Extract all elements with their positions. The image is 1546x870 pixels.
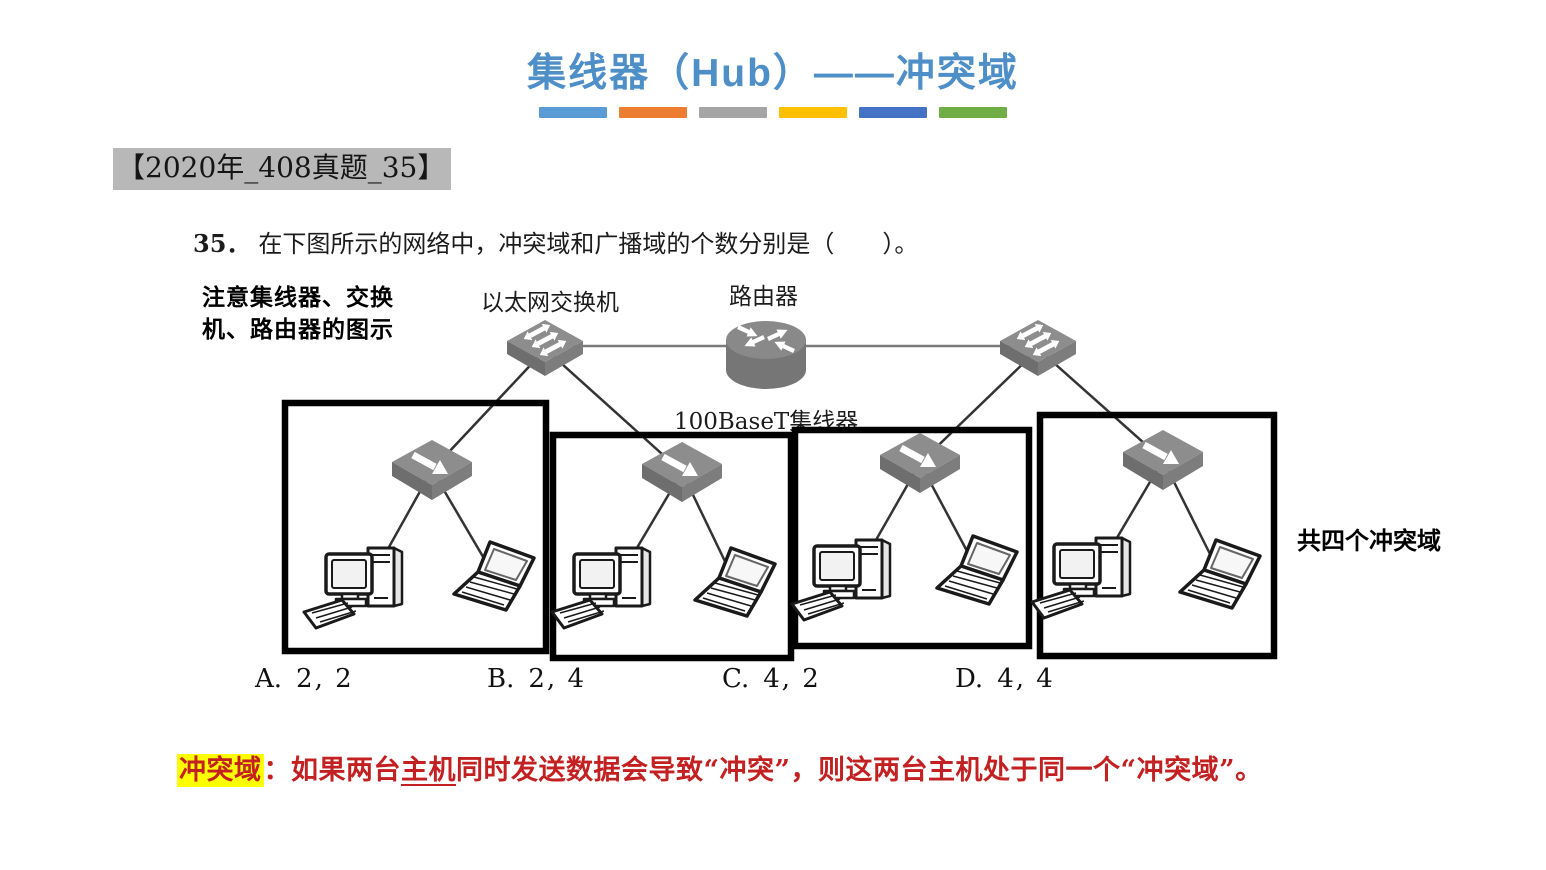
question-text: 在下图所示的网络中，冲突域和广播域的个数分别是（ ）。 bbox=[258, 230, 919, 258]
option-a-label: A. bbox=[255, 664, 283, 694]
router-label: 路由器 bbox=[729, 284, 798, 310]
instructor-note: 注意集线器、交换 机、路由器的图示 bbox=[202, 281, 394, 345]
hub-icon-1 bbox=[392, 440, 472, 500]
collision-domain-box-4 bbox=[1036, 411, 1278, 660]
router-icon bbox=[726, 321, 806, 389]
divider-bars bbox=[539, 107, 1007, 118]
definition-text-after: 同时发送数据会导致“冲突”，则这两台主机处于同一个“冲突域”。 bbox=[456, 755, 1263, 786]
divider-bar-gray bbox=[699, 107, 767, 118]
collision-domain-box-2 bbox=[549, 431, 795, 662]
desktop-icon-3 bbox=[790, 538, 892, 622]
collision-domain-annotation: 共四个冲突域 bbox=[1297, 528, 1441, 555]
definition-colon: ： bbox=[263, 755, 291, 786]
collision-domain-definition: 冲突域：如果两台主机同时发送数据会导致“冲突”，则这两台主机处于同一个“冲突域”… bbox=[177, 748, 1263, 787]
question: 35．在下图所示的网络中，冲突域和广播域的个数分别是（ ）。 bbox=[193, 224, 918, 259]
option-c-label: C. bbox=[722, 664, 750, 694]
link-switch1-hub2 bbox=[551, 354, 683, 473]
ethernet-switch-icon-right bbox=[1000, 320, 1076, 376]
laptop-icon-2 bbox=[693, 546, 777, 618]
option-d-value: 4, 4 bbox=[997, 664, 1055, 694]
note-line-2: 机、路由器的图示 bbox=[202, 316, 394, 342]
divider-bar-navy bbox=[859, 107, 927, 118]
divider-bar-gold bbox=[779, 107, 847, 118]
definition-text-before: 如果两台 bbox=[291, 755, 401, 786]
ethernet-switch-label: 以太网交换机 bbox=[481, 290, 619, 316]
option-b: B. 2, 4 bbox=[487, 664, 586, 694]
collision-domain-box-1 bbox=[281, 399, 550, 655]
network-diagram bbox=[281, 260, 1278, 662]
hub-icon-2 bbox=[642, 442, 722, 502]
laptop-icon-3 bbox=[935, 534, 1019, 606]
option-b-label: B. bbox=[487, 664, 515, 694]
question-number: 35． bbox=[193, 229, 251, 258]
divider-bar-blue bbox=[539, 107, 607, 118]
desktop-icon-2 bbox=[550, 546, 652, 630]
divider-bar-orange bbox=[619, 107, 687, 118]
divider-bar-green bbox=[939, 107, 1007, 118]
desktop-icon-4 bbox=[1030, 536, 1132, 620]
hub-icon-3 bbox=[880, 433, 960, 493]
laptop-icon-4 bbox=[1178, 538, 1262, 610]
option-c-value: 4, 2 bbox=[763, 664, 821, 694]
option-d-label: D. bbox=[955, 664, 984, 694]
exam-tag: 【2020年_408真题_35】 bbox=[113, 148, 452, 190]
collision-domain-box-3 bbox=[791, 426, 1033, 650]
note-line-1: 注意集线器、交换 bbox=[202, 284, 394, 310]
laptop-icon-1 bbox=[452, 540, 536, 612]
option-b-value: 2, 4 bbox=[528, 664, 586, 694]
definition-term-highlight: 冲突域 bbox=[177, 754, 264, 787]
desktop-icon-1 bbox=[302, 546, 404, 630]
definition-underlined-host: 主机 bbox=[401, 755, 456, 786]
option-c: C. 4, 2 bbox=[722, 664, 821, 694]
page-title: 集线器（Hub）——冲突域 bbox=[527, 52, 1019, 95]
option-d: D. 4, 4 bbox=[955, 664, 1055, 694]
option-a: A. 2, 2 bbox=[255, 664, 354, 694]
ethernet-switch-icon-left bbox=[507, 320, 583, 376]
hub-icon-4 bbox=[1123, 430, 1203, 490]
option-a-value: 2, 2 bbox=[296, 664, 354, 694]
